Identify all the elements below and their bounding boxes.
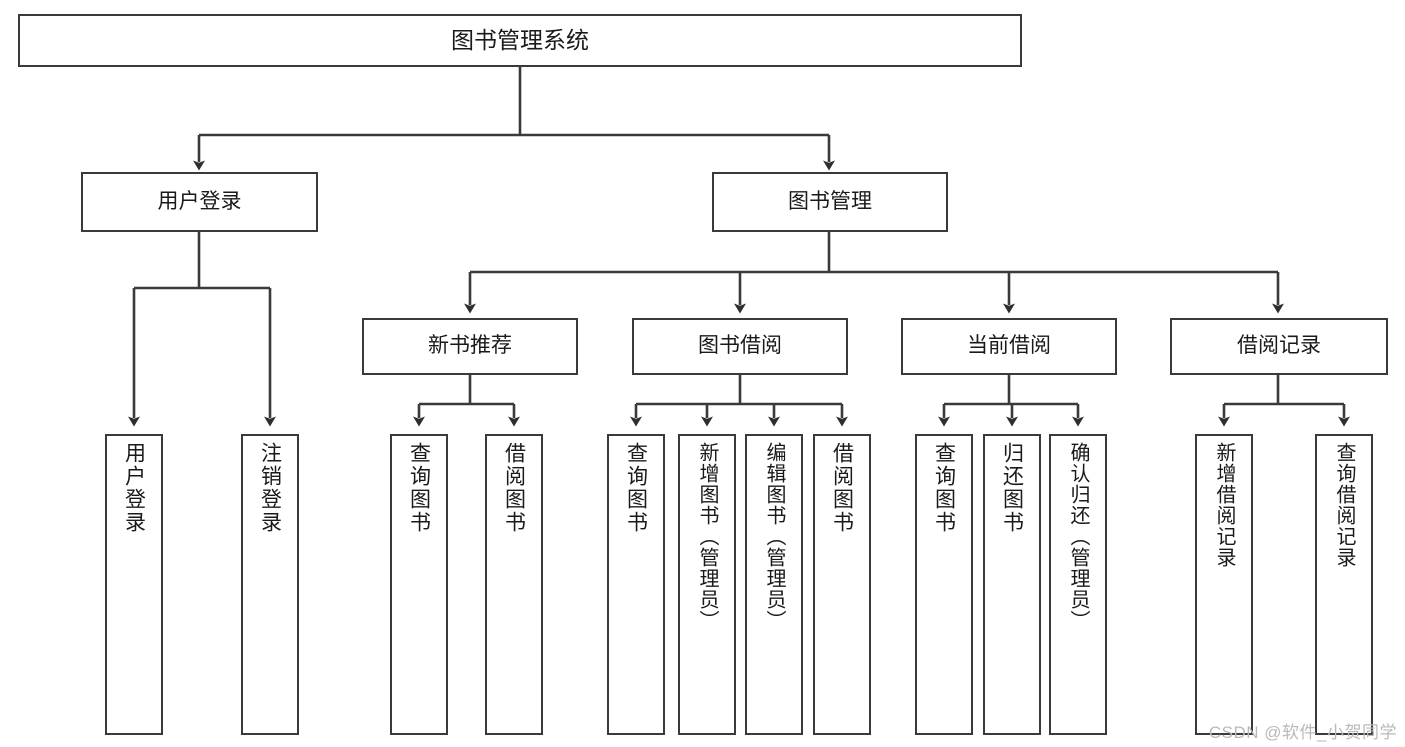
node-borrow-record[interactable]: 借阅记录	[1170, 318, 1388, 375]
leaf-record-add-record[interactable]: 新增借阅记录	[1195, 434, 1253, 735]
leaf-recommend-query-book[interactable]: 查询图书	[390, 434, 448, 735]
node-book-management-label: 图书管理	[788, 189, 872, 213]
node-book-borrow[interactable]: 图书借阅	[632, 318, 848, 375]
leaf-record-query-record[interactable]: 查询借阅记录	[1315, 434, 1373, 735]
leaf-borrow-add-book-admin[interactable]: 新增图书（管理员）	[678, 434, 736, 735]
leaf-borrow-edit-book-admin[interactable]: 编辑图书（管理员）	[745, 434, 803, 735]
leaf-label: 查询借阅记录	[1333, 442, 1355, 568]
node-user-login-label: 用户登录	[157, 189, 242, 213]
leaf-borrow-borrow-book[interactable]: 借阅图书	[813, 434, 871, 735]
node-borrow-record-label: 借阅记录	[1237, 334, 1321, 358]
leaf-label: 借阅图书	[502, 442, 526, 534]
node-new-book-recommend[interactable]: 新书推荐	[362, 318, 578, 375]
leaf-current-return-book[interactable]: 归还图书	[983, 434, 1041, 735]
node-book-management[interactable]: 图书管理	[712, 172, 948, 232]
node-current-borrow-label: 当前借阅	[967, 334, 1051, 358]
leaf-label: 查询图书	[932, 442, 956, 534]
node-root-label: 图书管理系统	[451, 27, 589, 54]
leaf-label: 借阅图书	[830, 442, 854, 534]
leaf-current-query-book[interactable]: 查询图书	[915, 434, 973, 735]
leaf-user-login-logout[interactable]: 注销登录	[241, 434, 299, 735]
node-current-borrow[interactable]: 当前借阅	[901, 318, 1117, 375]
node-user-login[interactable]: 用户登录	[81, 172, 318, 232]
node-book-borrow-label: 图书借阅	[698, 334, 782, 358]
leaf-recommend-borrow-book[interactable]: 借阅图书	[485, 434, 543, 735]
leaf-label: 编辑图书（管理员）	[763, 442, 785, 631]
csdn-watermark: CSDN @软件_小贺同学	[1208, 723, 1397, 742]
leaf-user-login-login[interactable]: 用户登录	[105, 434, 163, 735]
leaf-label: 确认归还（管理员）	[1067, 442, 1089, 631]
leaf-label: 用户登录	[122, 442, 146, 534]
leaf-current-confirm-return-admin[interactable]: 确认归还（管理员）	[1049, 434, 1107, 735]
node-root[interactable]: 图书管理系统	[18, 14, 1022, 67]
node-new-book-recommend-label: 新书推荐	[428, 334, 512, 358]
leaf-label: 归还图书	[1000, 442, 1024, 534]
leaf-label: 查询图书	[407, 442, 431, 534]
leaf-label: 新增图书（管理员）	[696, 442, 718, 631]
leaf-label: 新增借阅记录	[1213, 442, 1235, 568]
leaf-label: 注销登录	[258, 442, 282, 534]
leaf-borrow-query-book[interactable]: 查询图书	[607, 434, 665, 735]
leaf-label: 查询图书	[624, 442, 648, 534]
